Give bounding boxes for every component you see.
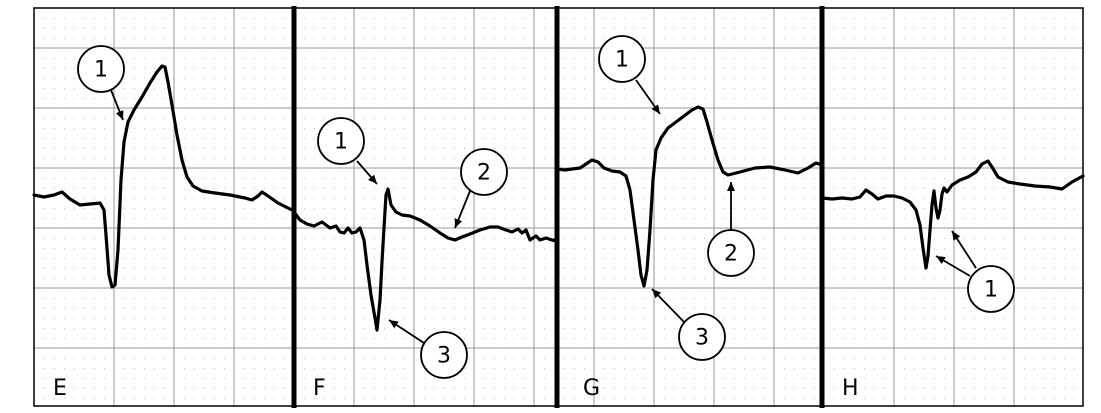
- callout-circle: [77, 45, 125, 93]
- panel-f-trace: [292, 187, 559, 332]
- panel-separators: [291, 6, 825, 408]
- callout-arrow: [110, 89, 124, 121]
- panel-g: 1 2 3 G: [555, 35, 824, 401]
- panel-g-trace: [555, 105, 824, 288]
- callout-number: 1: [984, 278, 998, 303]
- callout-arrow: [651, 288, 685, 323]
- callout-number: 2: [477, 161, 491, 186]
- callout-number: 1: [94, 58, 108, 83]
- callout-number: 3: [437, 344, 451, 369]
- callout-circle: [460, 148, 508, 196]
- callout-circle: [598, 35, 646, 83]
- callout-arrow: [454, 190, 471, 229]
- callout-arrow: [388, 319, 425, 344]
- callout-number: 1: [615, 48, 629, 73]
- panel-h: 1 H: [820, 159, 1085, 401]
- panel-f: 1 2 3 F: [292, 117, 559, 401]
- panel-label: H: [842, 376, 859, 401]
- panel-e-trace: [32, 64, 296, 289]
- callout-circle: [678, 313, 726, 361]
- callout-arrow: [635, 79, 661, 115]
- callout-circle: [967, 265, 1015, 313]
- panel-label: G: [583, 376, 600, 401]
- callout-arrow: [951, 230, 977, 269]
- callout-arrow: [935, 255, 971, 277]
- panel-label: F: [313, 376, 326, 401]
- callout-circle: [317, 117, 365, 165]
- panel-h-trace: [820, 159, 1085, 270]
- panel-e: 1 E: [32, 45, 296, 401]
- callout-number: 2: [724, 242, 738, 267]
- callout-number: 1: [334, 130, 348, 155]
- callout-circle: [420, 331, 468, 379]
- callout-arrow: [356, 160, 378, 185]
- callout-number: 3: [695, 326, 709, 351]
- panel-label: E: [53, 376, 67, 401]
